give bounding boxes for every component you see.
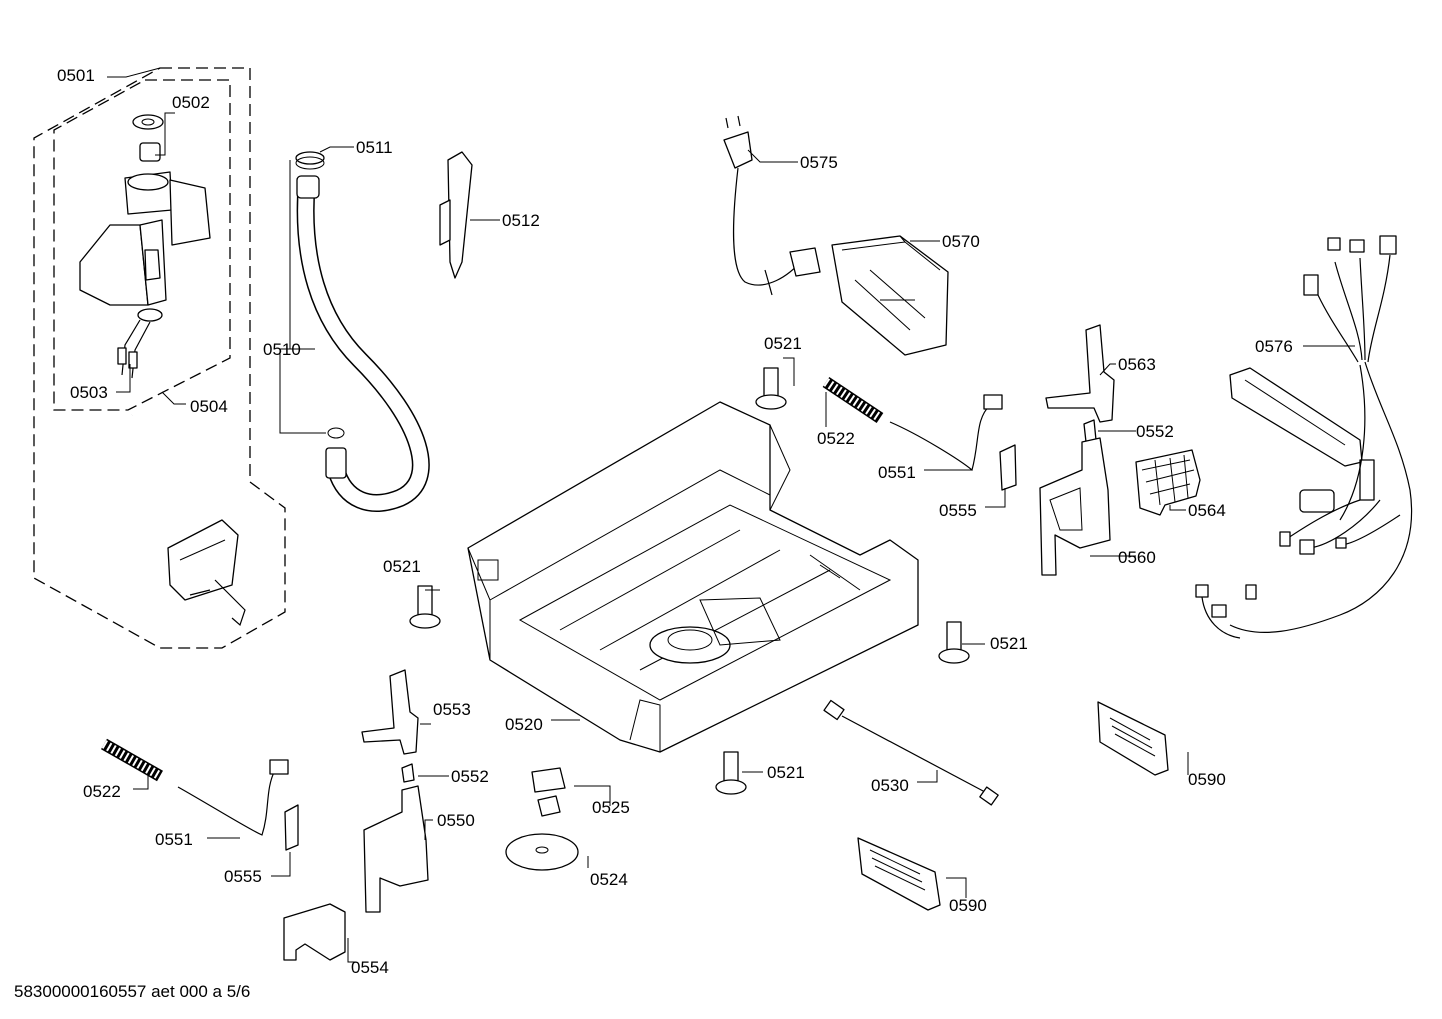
callout-0555: 0555: [224, 867, 262, 886]
callout-0504: 0504: [190, 397, 228, 416]
callout-0575: 0575: [800, 153, 838, 172]
callout-0521: 0521: [767, 763, 805, 782]
rack-part: [1135, 449, 1201, 516]
callout-0530: 0530: [871, 776, 909, 795]
callout-0522: 0522: [83, 782, 121, 801]
callout-0554: 0554: [351, 958, 389, 977]
clip-part: [284, 444, 1017, 851]
callout-0564: 0564: [1188, 501, 1226, 520]
callout-0525: 0525: [592, 798, 630, 817]
callout-0521: 0521: [383, 557, 421, 576]
callout-0522: 0522: [817, 429, 855, 448]
rod-cable-part: [823, 699, 999, 806]
cable-part: [177, 394, 1003, 836]
callout-0551: 0551: [155, 830, 193, 849]
small-clip-part: [401, 419, 1097, 783]
power-cord-part: [723, 115, 821, 296]
callout-0590: 0590: [1188, 770, 1226, 789]
callout-0550: 0550: [437, 811, 475, 830]
callout-0511: 0511: [356, 138, 393, 157]
callout-0512: 0512: [502, 211, 540, 230]
callout-0501: 0501: [57, 66, 95, 85]
callout-0503: 0503: [70, 383, 108, 402]
drain-hose-part: [296, 175, 430, 512]
hose-clamp-part: [295, 151, 325, 170]
callout-0563: 0563: [1118, 355, 1156, 374]
side-bracket-part: [363, 437, 1111, 913]
callout-0521: 0521: [764, 334, 802, 353]
hinge-bracket-part: [361, 324, 1115, 755]
document-reference: 58300000160557 aet 000 a 5/6: [14, 982, 251, 1001]
callout-0555: 0555: [939, 501, 977, 520]
callout-0553: 0553: [433, 700, 471, 719]
control-module-part: [831, 235, 949, 356]
callout-0521: 0521: [990, 634, 1028, 653]
callout-0552: 0552: [451, 767, 489, 786]
callout-0570: 0570: [942, 232, 980, 251]
callout-0560: 0560: [1118, 548, 1156, 567]
callout-0551: 0551: [878, 463, 916, 482]
callout-labels: 0501 0502 0503 0504 0510 0511 0512 0520 …: [57, 66, 1293, 977]
callout-0576: 0576: [1255, 337, 1293, 356]
callout-0590: 0590: [949, 896, 987, 915]
group-outline-0504: [53, 79, 231, 411]
wiring-harness-part: [1195, 235, 1412, 639]
callout-0524: 0524: [590, 870, 628, 889]
callout-0552: 0552: [1136, 422, 1174, 441]
panel-part: [857, 701, 1169, 911]
group-outline-0501: [33, 67, 286, 649]
inlet-hose-part: [124, 414, 246, 627]
disc-part: [505, 833, 579, 871]
inlet-valve-part: [79, 114, 211, 379]
sensor-part: [531, 767, 566, 817]
foot-screw-part: [409, 367, 970, 795]
callout-0510: 0510: [263, 340, 301, 359]
callout-0520: 0520: [505, 715, 543, 734]
leader-lines: [107, 67, 1355, 963]
spring-part: [101, 377, 884, 782]
base-tub-part: [467, 401, 919, 753]
hose-holder-part: [439, 151, 473, 279]
angle-bracket-part: [283, 903, 346, 961]
callout-0502: 0502: [172, 93, 210, 112]
